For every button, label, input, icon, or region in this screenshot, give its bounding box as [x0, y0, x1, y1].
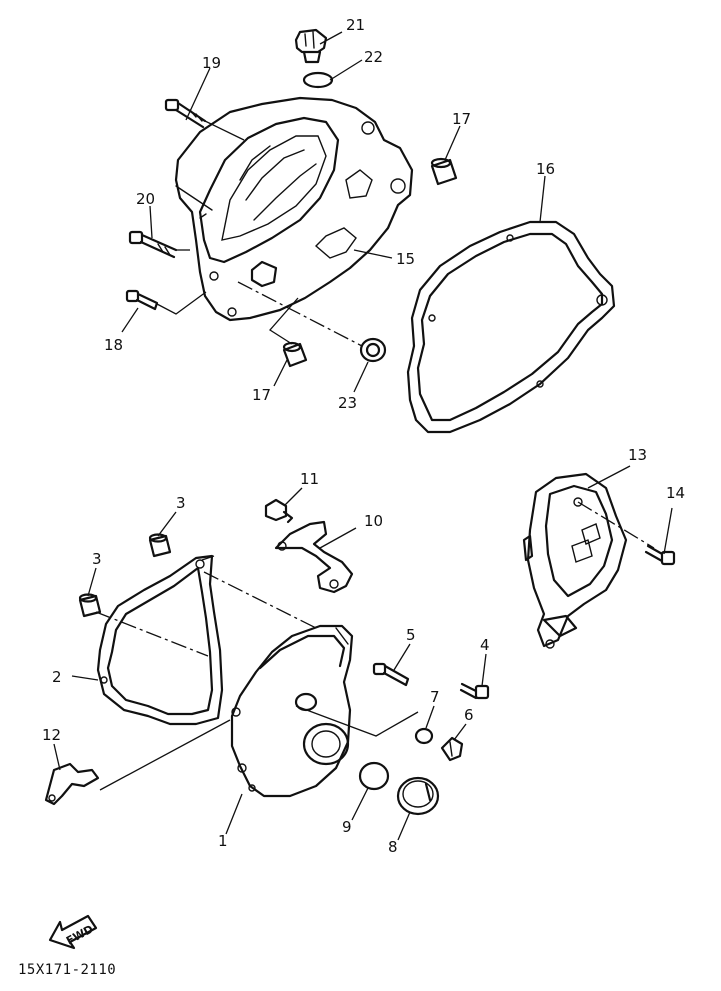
bolt: [164, 98, 207, 129]
callout-4: 4: [480, 636, 490, 654]
oil-seal: [359, 337, 387, 363]
dowel-pin: [282, 341, 308, 368]
o-ring: [358, 761, 390, 791]
bolt: [644, 544, 676, 566]
diagram-code: 15X171-2110: [18, 962, 116, 978]
bolt: [125, 289, 159, 311]
callout-13: 13: [628, 446, 647, 464]
sprocket-cover: [522, 472, 628, 649]
dowel-pin: [148, 533, 172, 558]
callout-19: 19: [202, 54, 221, 72]
cable-clamp: [44, 762, 100, 806]
callout-6: 6: [464, 706, 474, 724]
oil-filler-plug: [294, 28, 328, 64]
callout-1: 1: [218, 832, 228, 850]
forward-arrow-icon: FWD: [48, 914, 98, 950]
callout-18: 18: [104, 336, 123, 354]
bolt: [264, 498, 294, 524]
crankcase-cover: [230, 624, 354, 798]
callout-20: 20: [136, 190, 155, 208]
callout-23: 23: [338, 394, 357, 412]
plug-cap: [396, 776, 440, 816]
cover-gasket: [96, 554, 224, 726]
callout-7: 7: [430, 688, 440, 706]
callout-2: 2: [52, 668, 62, 686]
callout-22: 22: [364, 48, 383, 66]
bolt: [128, 230, 178, 259]
o-ring: [414, 727, 434, 745]
callout-12: 12: [42, 726, 61, 744]
callout-21: 21: [346, 16, 365, 34]
callout-14: 14: [666, 484, 685, 502]
bolt: [372, 662, 410, 687]
callout-15: 15: [396, 250, 415, 268]
bracket: [274, 520, 354, 594]
callout-17: 17: [252, 386, 271, 404]
o-ring: [302, 71, 334, 89]
callout-5: 5: [406, 626, 416, 644]
dowel-pin: [430, 157, 458, 186]
callout-17: 17: [452, 110, 471, 128]
callout-10: 10: [364, 512, 383, 530]
callout-3: 3: [92, 550, 102, 568]
callout-16: 16: [536, 160, 555, 178]
crankcase-cover: [174, 96, 414, 322]
plug: [440, 736, 464, 762]
bolt: [459, 682, 490, 700]
callout-8: 8: [388, 838, 398, 856]
callout-9: 9: [342, 818, 352, 836]
callout-3: 3: [176, 494, 186, 512]
cover-gasket: [406, 220, 616, 434]
callout-11: 11: [300, 470, 319, 488]
